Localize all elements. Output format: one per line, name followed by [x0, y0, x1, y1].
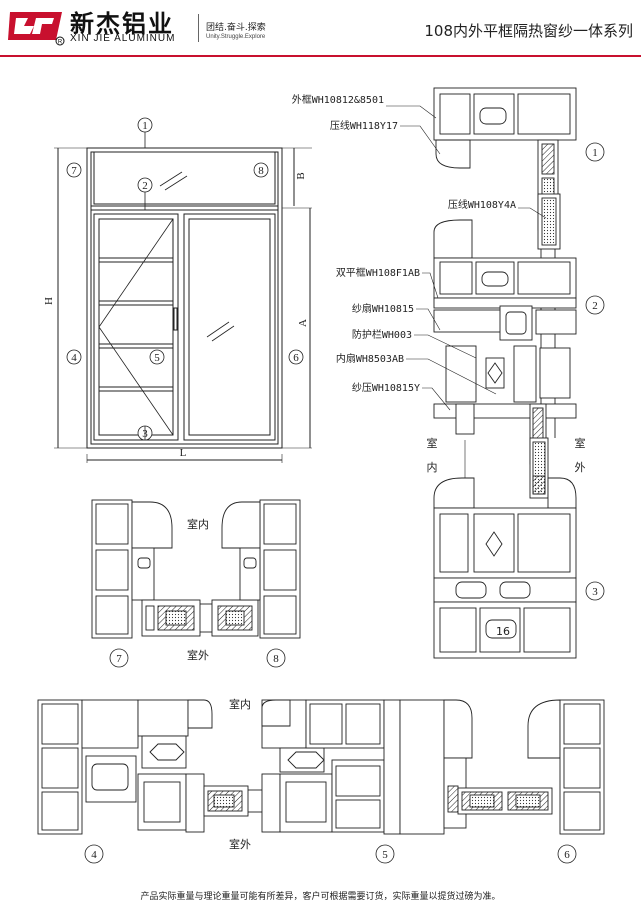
- marker-2: 2: [142, 180, 148, 192]
- indoor-label-v2: 内: [427, 460, 438, 474]
- transom-section: [91, 499, 301, 639]
- brand-logo: R: [6, 6, 66, 46]
- section-marker-2: 2: [592, 300, 598, 312]
- section-marker-7: 7: [116, 653, 122, 665]
- section-marker-3: 3: [592, 586, 598, 598]
- indoor-label-horizontal: 室内: [229, 697, 251, 711]
- marker-8: 8: [258, 165, 264, 177]
- header-rule: [0, 55, 641, 57]
- callout-bead-2: 压线WH108Y4A: [448, 198, 516, 211]
- section-marker-6: 6: [564, 849, 570, 861]
- elevation-markers: [66, 117, 304, 441]
- dim-A-label: A: [297, 319, 309, 327]
- technical-drawing: 1 2 3 4 5 6 7 8 H L A B: [37, 87, 605, 864]
- horizontal-section: [37, 699, 605, 835]
- window-elevation: [54, 147, 312, 463]
- marker-5: 5: [154, 352, 160, 364]
- dim-H-label: H: [43, 297, 55, 305]
- callout-bead-1: 压线WH118Y17: [330, 119, 398, 132]
- indoor-label-transom: 室内: [187, 517, 209, 531]
- slogan: 团结.奋斗.探索: [206, 23, 266, 33]
- marker-4: 4: [71, 352, 77, 364]
- vertical-section: [433, 87, 577, 659]
- outdoor-label-horizontal: 室外: [229, 837, 251, 851]
- slogan-en: Unity.Struggle.Explore: [206, 34, 266, 40]
- callout-screen-sash: 纱扇WH10815: [352, 302, 414, 315]
- marker-7: 7: [71, 165, 77, 177]
- brand-name-en: XIN JIE ALUMINUM: [70, 33, 176, 44]
- callout-screen-bead: 纱压WH10815Y: [352, 382, 420, 394]
- section-marker-4: 4: [91, 849, 97, 861]
- dim-L-label: L: [180, 447, 187, 459]
- callout-inner-sash: 内扇WH8503AB: [336, 352, 404, 365]
- section-marker-8: 8: [273, 653, 279, 665]
- callout-double-frame: 双平框WH108F1AB: [336, 266, 420, 279]
- marker-1: 1: [142, 120, 148, 132]
- callout-leaders: [386, 105, 547, 411]
- section-marker-1: 1: [592, 147, 598, 159]
- horizontal-markers: [84, 844, 577, 864]
- marker-6: 6: [293, 352, 299, 364]
- section-markers: [585, 142, 605, 601]
- dim-B-label: B: [295, 172, 307, 179]
- header: R 新杰铝业 XIN JIE ALUMINUM 团结.奋斗.探索 Unity.S…: [0, 0, 641, 57]
- outdoor-label-v2: 外: [575, 461, 586, 474]
- outdoor-label-transom: 室外: [187, 648, 209, 662]
- brand-name: 新杰铝业: [70, 10, 174, 38]
- svg-text:R: R: [58, 40, 63, 46]
- marker-3: 3: [142, 428, 148, 440]
- divider: [198, 14, 199, 42]
- transom-markers: [109, 648, 286, 668]
- callout-outer-frame: 外框WH10812&8501: [292, 93, 384, 106]
- part-number: 16: [496, 625, 510, 638]
- section-marker-5: 5: [382, 849, 388, 861]
- outdoor-label-v1: 室: [575, 436, 586, 450]
- footer-note: 产品实际重量与理论重量可能有所差异，客户可根据需要订货，实际重量以提货过磅为准。: [140, 892, 501, 902]
- callout-guard-rail: 防护栏WH003: [352, 328, 412, 341]
- series-title: 108内外平框隔热窗纱一体系列: [424, 22, 633, 40]
- indoor-label-v1: 室: [427, 436, 438, 450]
